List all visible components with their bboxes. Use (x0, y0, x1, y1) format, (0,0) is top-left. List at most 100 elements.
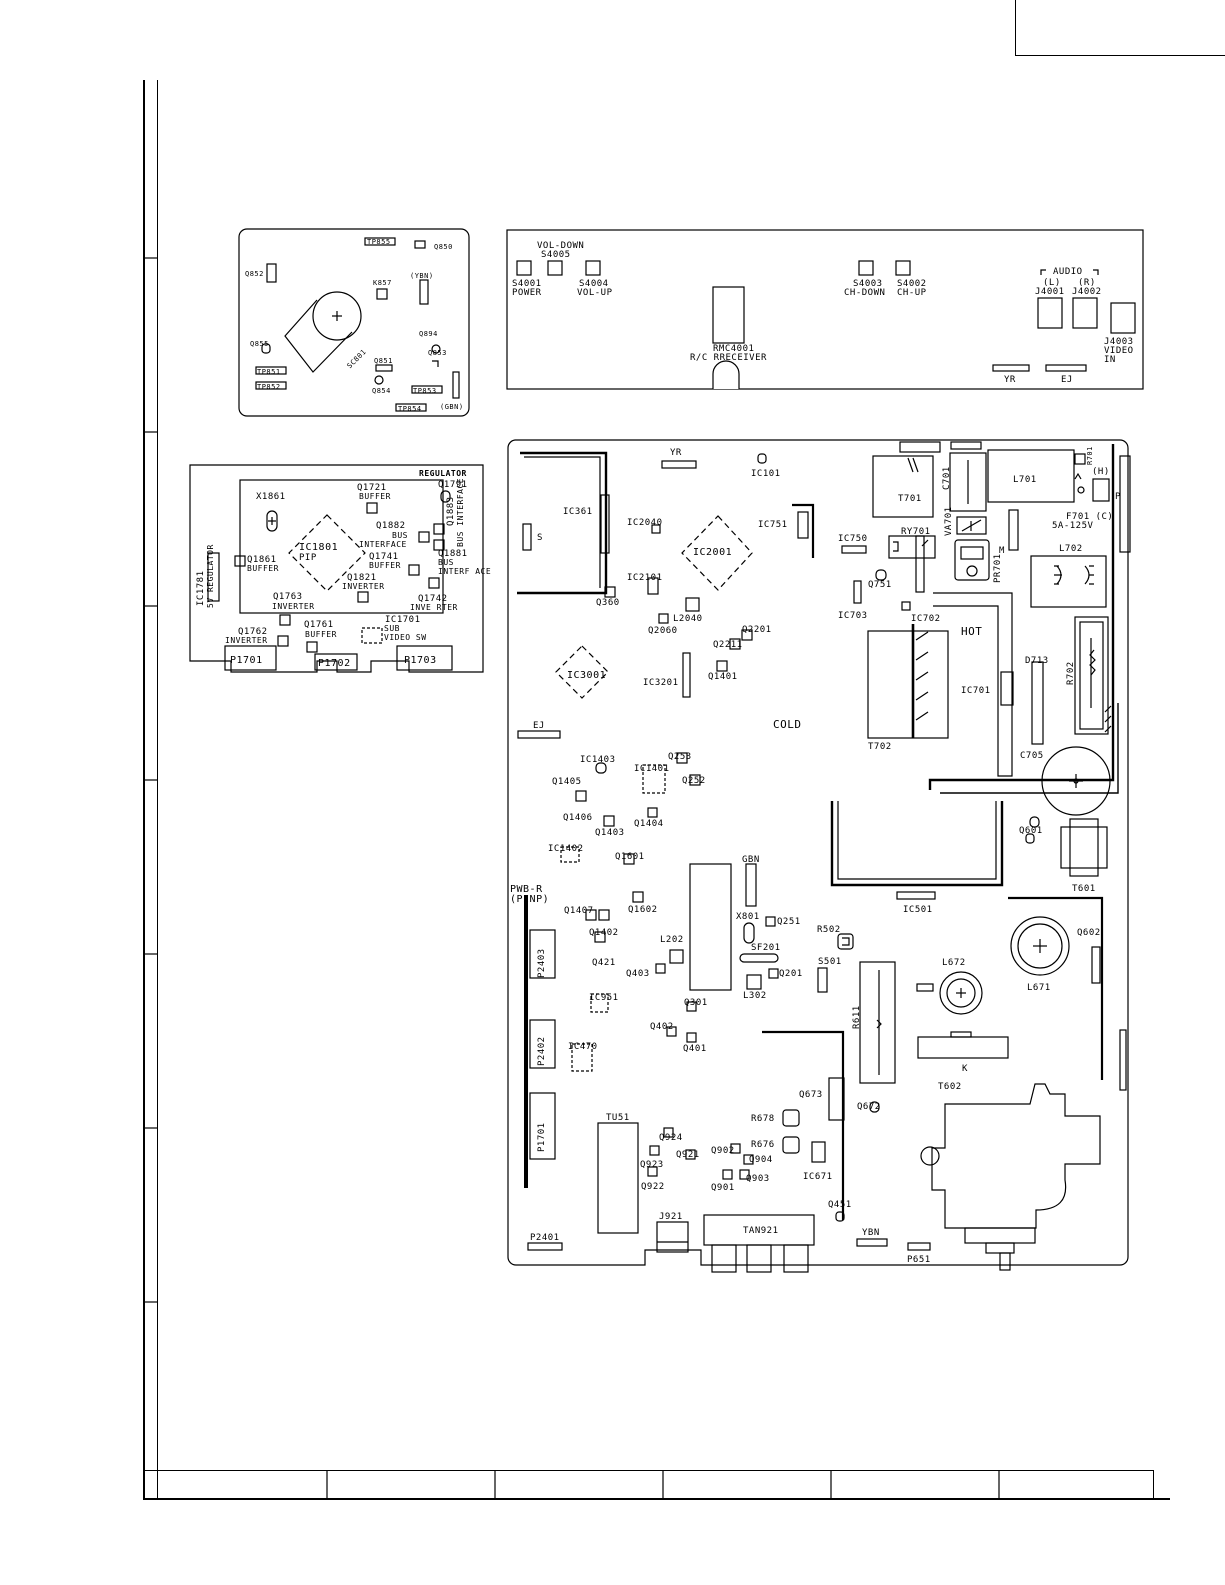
label-l701: L701 (1013, 475, 1037, 485)
label-q601: Q601 (1019, 826, 1043, 836)
label-x801: X801 (736, 912, 760, 922)
label-j4002: J4002 (1072, 287, 1102, 297)
label-tp851: TP851 (257, 368, 281, 376)
label-pr701: PR701 (993, 553, 1003, 583)
label-t701: T701 (898, 494, 922, 504)
label-k857: K857 (373, 279, 392, 287)
label-p: P (1115, 492, 1121, 502)
label-audio-r: (R) (1078, 278, 1096, 288)
label-tp855: TP855 (367, 238, 391, 246)
label-f701: F701 (C) (1066, 512, 1114, 522)
label-d713: D713 (1025, 656, 1049, 666)
label-q922: Q922 (641, 1182, 665, 1192)
label-s4003: S4003 (853, 279, 883, 289)
label-tp854: TP854 (398, 405, 422, 413)
label-q854: Q854 (372, 387, 391, 395)
label-rmc4001: RMC4001 (713, 344, 755, 354)
label-buffer-2: BUFFER (369, 561, 401, 570)
label-ch-up: CH-UP (897, 288, 927, 298)
label-s4004: S4004 (579, 279, 609, 289)
label-power: POWER (512, 288, 542, 298)
label-buffer-4: BUFFER (305, 630, 337, 639)
label-bus-1: BUS (392, 531, 408, 540)
label-q2060: Q2060 (648, 626, 678, 636)
label-bus-interface-vertical: BUS INTERFACE (456, 477, 465, 547)
label-q924: Q924 (659, 1133, 683, 1143)
label-cold: COLD (773, 718, 802, 731)
label-m: M (999, 546, 1005, 556)
label-ic501: IC501 (903, 905, 933, 915)
label-ybn: (YBN) (410, 272, 434, 280)
label-j4003: J4003 (1104, 337, 1134, 347)
label-ic1403: IC1403 (580, 755, 616, 765)
frame-inner-line (157, 80, 158, 1498)
label-q1882: Q1882 (376, 521, 406, 531)
label-tu51: TU51 (606, 1113, 630, 1123)
label-r502: R502 (817, 925, 841, 935)
label-q901: Q901 (711, 1183, 735, 1193)
label-s: S (537, 533, 543, 543)
label-q253: Q253 (668, 752, 692, 762)
label-r676: R676 (751, 1140, 775, 1150)
label-l202: L202 (660, 935, 684, 945)
label-q894: Q894 (419, 330, 438, 338)
label-ic671: IC671 (803, 1172, 833, 1182)
label-ic1401: IC1401 (634, 764, 670, 774)
label-q1761: Q1761 (304, 620, 334, 630)
label-q1861: Q1861 (247, 555, 277, 565)
label-q1763: Q1763 (273, 592, 303, 602)
label-inverter-1: INVERTER (342, 582, 385, 591)
label-l2040: L2040 (673, 614, 703, 624)
label-c705: C705 (1020, 751, 1044, 761)
label-r701: R701 (1086, 446, 1094, 465)
label-inverter-4: INVERTER (225, 636, 268, 645)
label-t602: T602 (938, 1082, 962, 1092)
label-p2403: P2403 (537, 948, 547, 978)
label-q2201: Q2201 (742, 625, 772, 635)
label-q421: Q421 (592, 958, 616, 968)
label-regulator: REGULATOR (419, 469, 467, 478)
label-q401: Q401 (683, 1044, 707, 1054)
label-q850: Q850 (434, 243, 453, 251)
label-ej-ctrl: EJ (1061, 375, 1073, 385)
label-va701: VA701 (944, 506, 954, 536)
label-q672: Q672 (857, 1102, 881, 1112)
label-s4001: S4001 (512, 279, 542, 289)
label-q403: Q403 (626, 969, 650, 979)
label-q673: Q673 (799, 1090, 823, 1100)
label-s4002: S4002 (897, 279, 927, 289)
label-q921: Q921 (676, 1150, 700, 1160)
label-q252: Q252 (682, 776, 706, 786)
label-q360: Q360 (596, 598, 620, 608)
label-r611: R611 (852, 1005, 862, 1029)
label-in: IN (1104, 355, 1116, 365)
label-ic2101: IC2101 (627, 573, 663, 583)
label-q301: Q301 (684, 998, 708, 1008)
label-audio: AUDIO (1053, 267, 1083, 277)
label-vol-down: VOL-DOWN (537, 241, 585, 251)
frame-bottom-inner-line (143, 1470, 1154, 1471)
label-pwb-r: PWB-R (510, 884, 543, 895)
label-ybn-main: YBN (862, 1228, 880, 1238)
label-buffer-1: BUFFER (359, 492, 391, 501)
label-t702: T702 (868, 742, 892, 752)
label-q451: Q451 (828, 1200, 852, 1210)
label-q201: Q201 (779, 969, 803, 979)
label-ej-main: EJ (533, 721, 545, 731)
label-j921: J921 (659, 1212, 683, 1222)
label-ic1701: IC1701 (385, 615, 421, 625)
label-q902: Q902 (711, 1146, 735, 1156)
title-box (1015, 0, 1225, 56)
label-ry701: RY701 (901, 527, 931, 537)
label-ic101: IC101 (751, 469, 781, 479)
label-bus-2: BUS (438, 558, 454, 567)
label-q923: Q923 (640, 1160, 664, 1170)
label-q1601: Q1601 (615, 852, 645, 862)
label-interface-1: INTERFACE (359, 540, 407, 549)
label-yr-main: YR (670, 448, 682, 458)
label-q1742: Q1742 (418, 594, 448, 604)
label-c701: C701 (942, 466, 952, 490)
label-ic3001: IC3001 (567, 670, 607, 681)
label-q1406: Q1406 (563, 813, 593, 823)
